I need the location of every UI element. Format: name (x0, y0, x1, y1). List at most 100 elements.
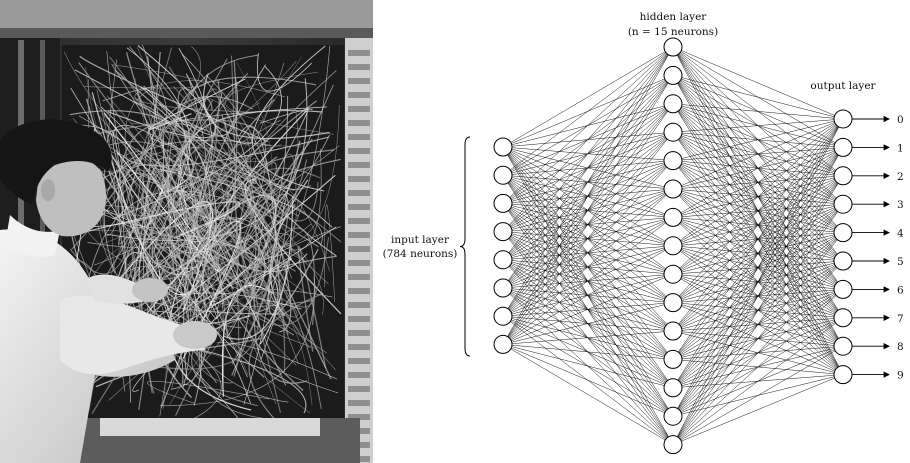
photo-panel (0, 0, 373, 463)
hidden-neuron (663, 293, 683, 313)
patch-wire (221, 114, 300, 195)
patch-wire (216, 342, 338, 380)
output-neuron (833, 166, 853, 186)
output-neuron (833, 223, 853, 243)
patch-wire (157, 174, 336, 318)
patch-wire (115, 86, 193, 305)
patch-wire (94, 106, 209, 242)
patch-wire (70, 87, 218, 320)
output-label: 7 (897, 313, 904, 325)
patch-wire (324, 204, 336, 303)
patch-wire (81, 147, 291, 221)
patch-wire (106, 78, 308, 241)
patch-wire (243, 138, 313, 260)
patch-wire (267, 140, 319, 316)
rack-slot (348, 246, 370, 252)
patch-wire (185, 236, 330, 326)
rack-slot (348, 148, 370, 154)
output-label: 4 (897, 228, 904, 240)
edge-hidden-output (672, 346, 844, 445)
output-label: 6 (897, 284, 904, 296)
rack-slot (348, 232, 370, 238)
output-label: 1 (897, 142, 904, 154)
edge-hidden-output (672, 118, 844, 218)
edge-input-hidden (502, 46, 674, 232)
edge-hidden-output (672, 374, 844, 445)
edge-input-hidden (502, 344, 674, 389)
edge-input-hidden (502, 273, 674, 345)
rack-slot (348, 218, 370, 224)
patch-wire (122, 136, 330, 167)
hidden-neuron (663, 122, 683, 142)
patch-wire (140, 192, 265, 237)
edge-input-hidden (502, 46, 674, 289)
edge-hidden-output (672, 118, 844, 388)
edge-hidden-output (672, 118, 844, 360)
brace-path (459, 136, 471, 357)
edge-input-hidden (502, 46, 674, 345)
rack-slot (348, 64, 370, 70)
patch-wire (148, 99, 302, 147)
edge-input-hidden (502, 46, 674, 176)
hand-left (132, 278, 168, 302)
rack-slot (348, 386, 370, 392)
patch-wire (200, 241, 299, 381)
hidden-neuron (663, 151, 683, 171)
input-layer-subtitle: (784 neurons) (383, 248, 458, 260)
hidden-neuron (663, 349, 683, 369)
patch-wire (131, 122, 263, 299)
edge-hidden-output (672, 103, 844, 120)
rack-slot (348, 120, 370, 126)
edge-hidden-output (672, 118, 844, 133)
edge-hidden-output (672, 118, 844, 275)
patch-wire (186, 245, 298, 318)
patch-wire (168, 66, 319, 222)
hidden-neuron (663, 65, 683, 85)
rack-slot (348, 274, 370, 280)
output-neuron (833, 308, 853, 328)
patch-wire (114, 69, 257, 184)
edge-input-hidden (502, 103, 674, 345)
hidden-layer-title: hidden layer (640, 11, 708, 23)
edge-input-hidden (502, 344, 674, 360)
patch-wire (297, 245, 327, 369)
input-neuron (493, 222, 513, 242)
ear (41, 179, 55, 201)
patch-wire (74, 69, 333, 228)
rack-slot (348, 372, 370, 378)
edge-hidden-output (672, 147, 844, 445)
patch-wire (146, 194, 229, 339)
patch-wire (103, 139, 272, 274)
patch-wire (181, 53, 257, 377)
patch-wire (257, 53, 313, 92)
patch-wire (143, 180, 244, 225)
edge-input-hidden (502, 330, 674, 345)
hidden-layer-nodes (663, 37, 683, 455)
edge-input-hidden (502, 245, 674, 345)
input-layer-title: input layer (391, 234, 450, 246)
patch-wire (80, 119, 266, 192)
rack-slot (348, 78, 370, 84)
rack-slot (348, 106, 370, 112)
patch-wire (134, 84, 256, 113)
rack-slot (348, 302, 370, 308)
edge-hidden-output (672, 118, 844, 190)
edge-hidden-output (672, 289, 844, 445)
rack-slot (348, 330, 370, 336)
edge-hidden-output (672, 118, 844, 445)
patch-wire (176, 110, 309, 254)
input-layer-nodes (493, 137, 513, 354)
hidden-neuron (663, 236, 683, 256)
rack-slot (348, 260, 370, 266)
output-label: 0 (897, 114, 904, 126)
edge-hidden-output (672, 317, 844, 445)
edge-hidden-output (672, 118, 844, 303)
patch-wire (141, 171, 252, 292)
edge-input-hidden (502, 302, 674, 345)
input-neuron (493, 193, 513, 213)
edge-hidden-output (672, 118, 844, 332)
edge-input-hidden (502, 75, 674, 345)
hidden-neuron (663, 207, 683, 227)
